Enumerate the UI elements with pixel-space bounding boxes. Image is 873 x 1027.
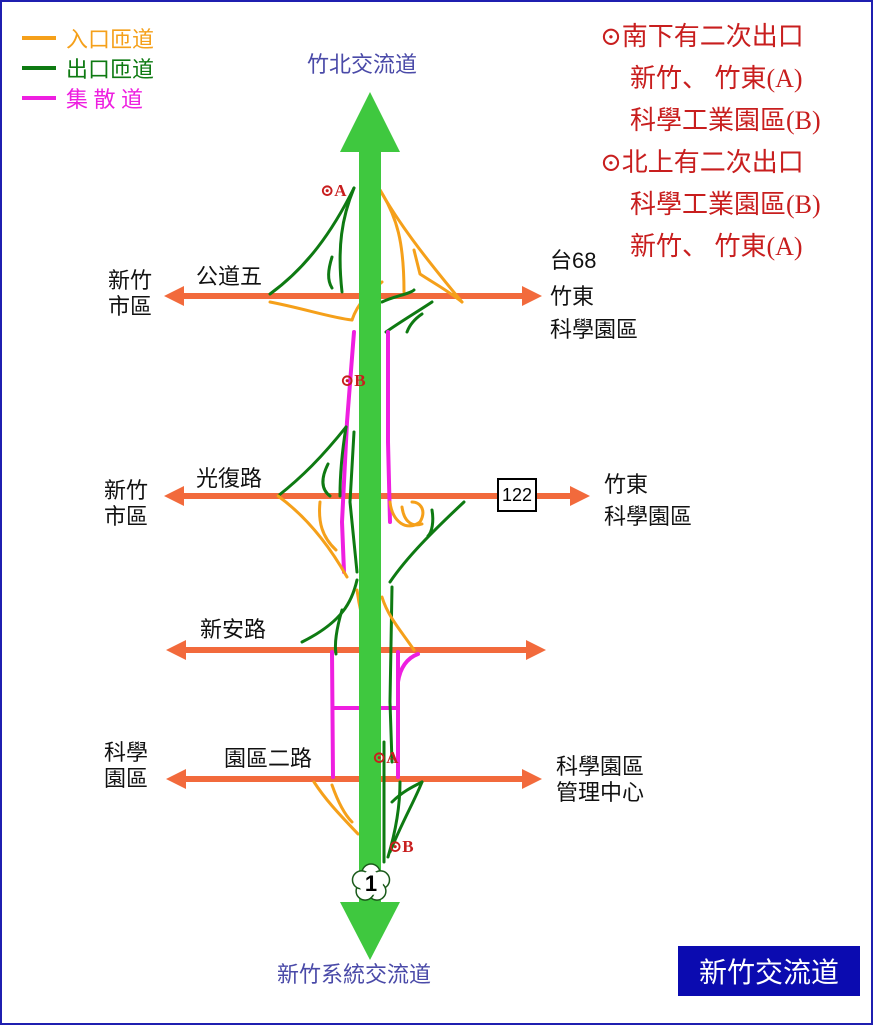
road-name: 公道五 [196, 264, 263, 289]
exit-ramp [333, 608, 344, 656]
collector-road [340, 330, 356, 574]
destination-line: 台68 [550, 248, 597, 273]
exit-marker-south-b: ⊙B [388, 837, 414, 856]
destination-line: 科學 [104, 740, 149, 765]
legend-label: 集 散 道 [66, 87, 144, 112]
entrance-ramp [312, 780, 360, 836]
cross-road-arrow-west [166, 769, 186, 789]
ramps [268, 186, 466, 864]
destination-line: 竹東 [550, 284, 595, 310]
exit-ramp [388, 500, 466, 584]
west-destination: 新竹 市區 [108, 268, 152, 321]
exit-marker-north-b: ⊙B [340, 371, 366, 390]
entrance-ramp [330, 783, 354, 824]
note-southbound-heading: ⊙南下有二次出口 [600, 22, 804, 51]
exit-ramp [388, 585, 394, 764]
exit-ramp [348, 430, 359, 574]
exit-ramp [405, 312, 424, 334]
exit-marker-north-a: ⊙A [320, 181, 347, 200]
entrance-ramp-swatch [22, 36, 56, 40]
cross-road-arrow-east [526, 640, 546, 660]
cross-road-arrow-west [164, 286, 184, 306]
legend-collector-road: 集 散 道 [22, 85, 144, 112]
destination-line: 新竹 [104, 478, 149, 503]
south-end-label: 新竹系統交流道 [277, 962, 432, 987]
cross-road-arrow-east [522, 286, 542, 306]
entrance-ramp [276, 494, 349, 579]
exit-ramp [384, 300, 434, 334]
legend-label: 入口匝道 [66, 27, 155, 52]
exit-ramp [388, 780, 424, 854]
note-northbound-heading: ⊙北上有二次出口 [600, 148, 804, 177]
exit-ramp [300, 578, 359, 644]
exit-ramp [276, 425, 348, 498]
destination-line: 科學園區 [550, 316, 639, 342]
entrance-ramp [412, 248, 464, 304]
destination-line: 市區 [108, 294, 153, 320]
collector-road [386, 330, 392, 524]
exit-ramp [426, 508, 435, 538]
destination-line: 新竹 [108, 268, 153, 293]
collector-road-swatch [22, 96, 56, 100]
entrance-ramp [378, 188, 464, 304]
freeway-road [359, 142, 381, 914]
east-destination: 科學園區 管理中心 [556, 754, 644, 807]
exit-ramp [338, 425, 348, 498]
legend-label: 出口匝道 [66, 57, 155, 82]
freeway-mainline [340, 92, 400, 960]
north-end-label: 竹北交流道 [307, 52, 418, 77]
exit-ramp [321, 462, 332, 498]
freeway-arrow-north [340, 92, 400, 152]
entrance-ramp [378, 188, 406, 294]
destination-line: 市區 [104, 504, 149, 530]
shield-center [359, 871, 383, 895]
entrance-ramp [380, 595, 416, 652]
entrance-ramp [388, 500, 425, 528]
interchange-title-badge: 新竹交流道 [678, 946, 860, 996]
destination-line: 管理中心 [556, 780, 645, 806]
collector-road [330, 650, 335, 779]
entrance-ramp [318, 500, 338, 552]
destination-line: 竹東 [604, 472, 649, 497]
entrance-ramp [400, 505, 424, 527]
route-number-sign: 122 [497, 478, 537, 512]
east-destination: 台68 竹東 科學園區 [550, 248, 638, 343]
road-name: 光復路 [196, 466, 263, 491]
cross-road-arrow-west [166, 640, 186, 660]
note-southbound-b: 科學工業園區(B) [630, 106, 821, 135]
destination-line: 科學園區 [604, 504, 693, 530]
cross-road-arrow-east [570, 486, 590, 506]
freeway-arrow-south [340, 902, 400, 960]
exit-ramp [268, 186, 356, 296]
west-destination: 科學 園區 [104, 740, 148, 793]
cross-road-arrow-east [522, 769, 542, 789]
cross-road-arrow-west [164, 486, 184, 506]
legend-exit-ramp: 出口匝道 [22, 55, 155, 82]
road-name: 園區二路 [224, 746, 313, 771]
note-southbound-a: 新竹、 竹東(A) [630, 64, 803, 93]
east-destination: 竹東 科學園區 [604, 472, 692, 531]
destination-line: 科學園區 [556, 754, 645, 779]
freeway-shield-number: 1 [364, 871, 378, 896]
legend-entrance-ramp: 入口匝道 [22, 25, 155, 52]
entrance-ramp [268, 300, 354, 322]
destination-line: 園區 [104, 766, 149, 792]
note-northbound-a: 新竹、 竹東(A) [630, 232, 803, 261]
road-name: 新安路 [200, 617, 267, 642]
collector-road [396, 652, 420, 684]
exit-ramp [390, 780, 424, 804]
exit-ramp [380, 288, 416, 304]
west-destination: 新竹 市區 [104, 478, 148, 531]
exit-ramp-swatch [22, 66, 56, 70]
exit-ramp [386, 780, 402, 859]
exit-ramp [327, 255, 334, 290]
exit-marker-south-a: ⊙A [372, 748, 399, 767]
note-northbound-b: 科學工業園區(B) [630, 190, 821, 219]
